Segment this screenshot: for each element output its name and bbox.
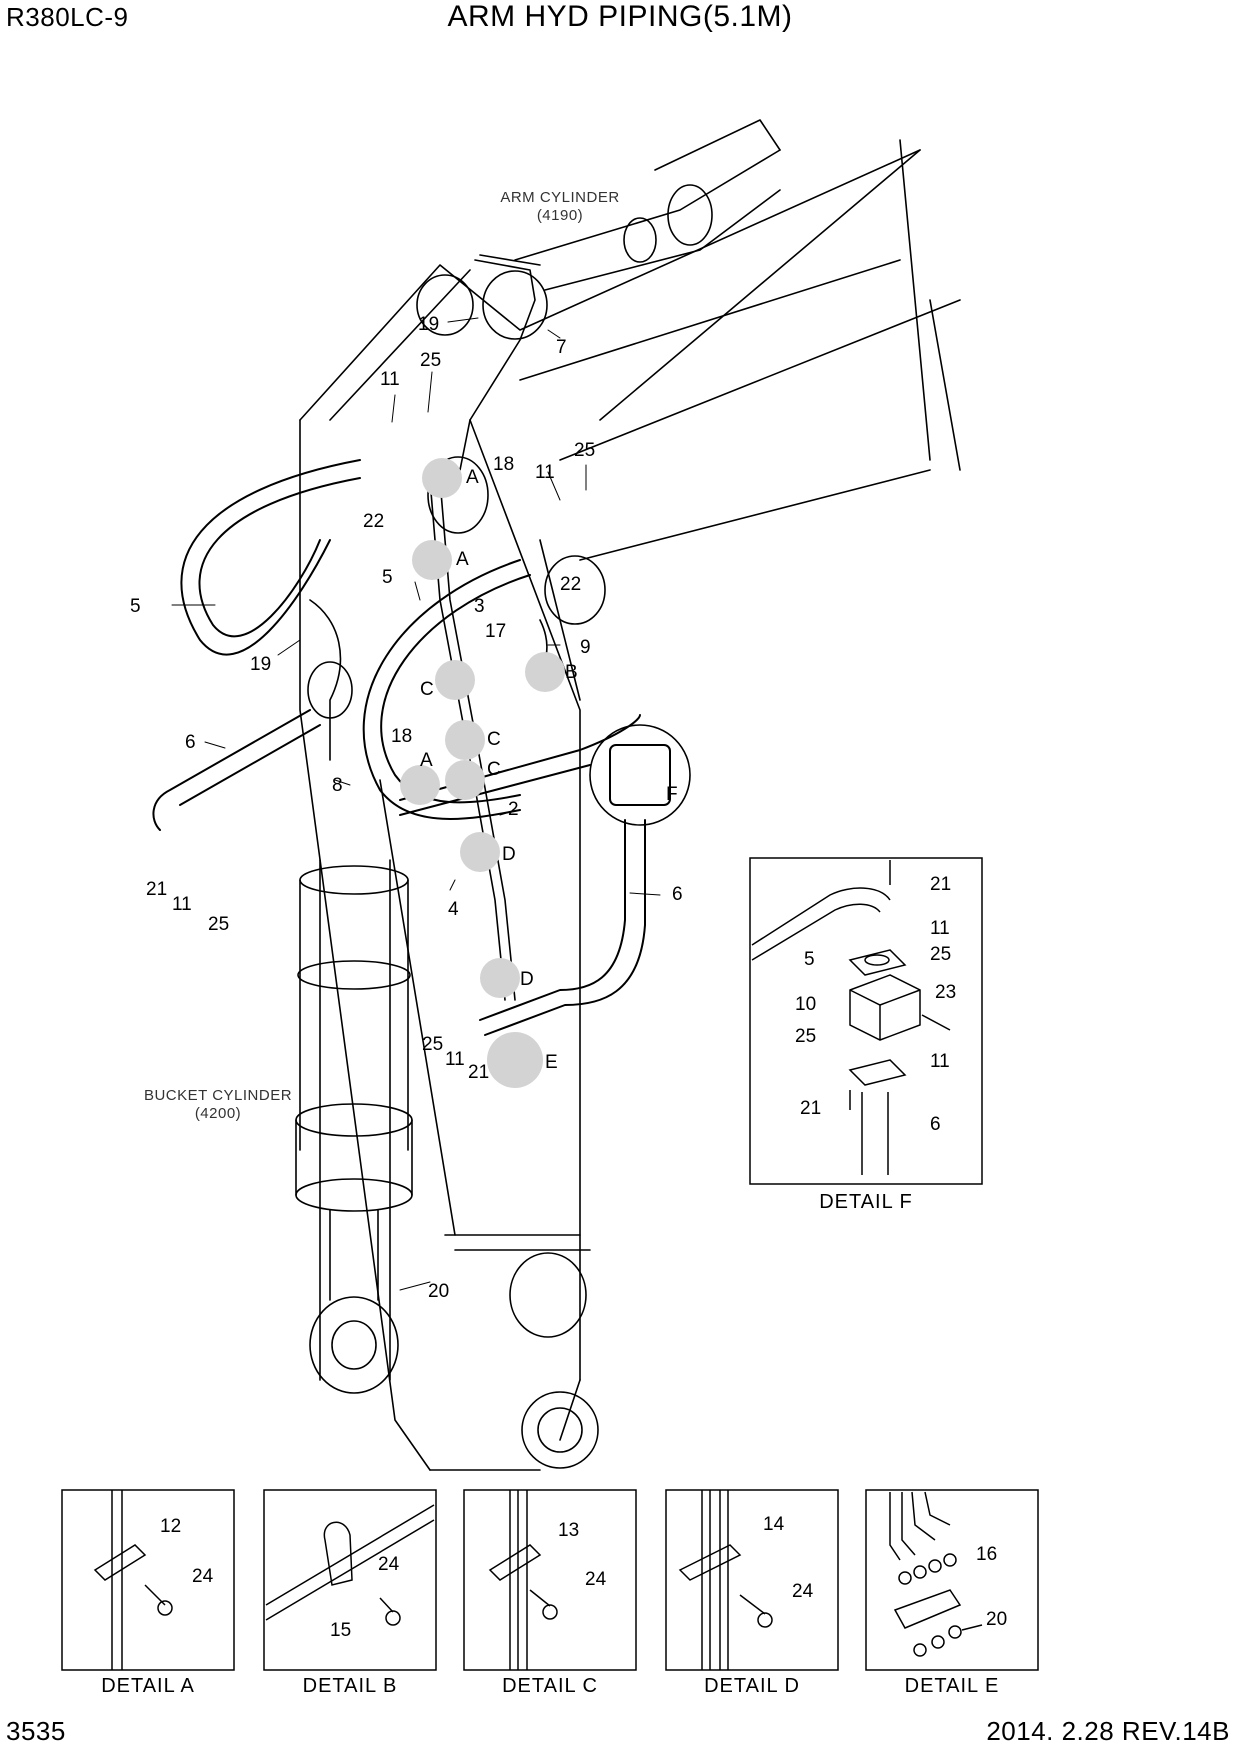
arm-cylinder-label: ARM CYLINDER <box>500 189 619 206</box>
detail-letter: F <box>666 784 678 805</box>
callout: 20 <box>986 1609 1007 1630</box>
callout: 18 <box>391 726 412 747</box>
arm-cylinder <box>514 119 781 291</box>
detail-caption: DETAIL D <box>704 1675 800 1697</box>
callout: 25 <box>422 1034 443 1055</box>
callout: 19 <box>250 654 271 675</box>
callout: 21 <box>468 1062 489 1083</box>
detail-caption: DETAIL E <box>905 1675 1000 1697</box>
callout: 24 <box>585 1569 607 1590</box>
part-callouts: 19 7 25 11 18 25 11 22 5 5 3 17 9 19 22 … <box>130 314 683 1302</box>
callout: 11 <box>930 918 950 939</box>
callout: 24 <box>792 1581 814 1602</box>
callout: 6 <box>930 1114 941 1135</box>
bucket-cylinder-label: BUCKET CYLINDER <box>144 1087 292 1104</box>
detail-letter: A <box>456 549 469 570</box>
detail-b: 24 15 DETAIL B <box>263 1489 437 1697</box>
detail-f-callouts: 21 11 5 25 10 23 25 11 21 6 <box>795 874 956 1135</box>
detail-c: 13 24 DETAIL C <box>463 1489 637 1697</box>
detail-letter: A <box>466 467 479 488</box>
callout: 17 <box>485 621 506 642</box>
callout: 12 <box>160 1516 181 1537</box>
callout: 13 <box>558 1520 579 1541</box>
callout: 11 <box>172 894 192 915</box>
detail-marker-circles <box>400 458 565 1088</box>
callout: 25 <box>930 944 951 965</box>
detail-letter: C <box>420 679 434 700</box>
revision-date: 2014. 2.28 REV.14B <box>986 1716 1230 1746</box>
leader-lines <box>171 317 661 1291</box>
bucket-cylinder-code: (4200) <box>195 1105 241 1122</box>
callout: 14 <box>763 1514 785 1535</box>
callout: 24 <box>378 1554 400 1575</box>
callout: 11 <box>930 1051 950 1072</box>
detail-caption: DETAIL F <box>819 1191 913 1213</box>
hose-2 <box>399 714 641 816</box>
callout: 23 <box>935 982 956 1003</box>
detail-f-outline <box>589 724 691 826</box>
callout: 21 <box>146 879 167 900</box>
detail-caption: DETAIL C <box>502 1675 598 1697</box>
callout: 21 <box>930 874 951 895</box>
callout: 25 <box>208 914 229 935</box>
detail-letter: C <box>487 759 501 780</box>
hose-6-right <box>479 744 671 1036</box>
callout: 4 <box>448 899 459 920</box>
callout: 5 <box>382 567 393 588</box>
bucket-cylinder <box>295 859 413 1394</box>
callout: 11 <box>535 462 555 483</box>
callout: 7 <box>556 337 567 358</box>
detail-letter: B <box>565 662 578 683</box>
callout: 9 <box>580 637 591 658</box>
arm-structure <box>299 139 961 1471</box>
callout: 25 <box>574 440 595 461</box>
callout: 25 <box>420 350 441 371</box>
detail-letter: E <box>545 1052 558 1073</box>
page-number: 3535 <box>6 1716 66 1746</box>
callout: 20 <box>428 1281 449 1302</box>
hose-5-loop <box>180 459 361 656</box>
callout: 3 <box>474 596 485 617</box>
callout: 5 <box>804 949 815 970</box>
hose-3 <box>362 559 531 820</box>
callout: 19 <box>418 314 439 335</box>
callout: 15 <box>330 1620 351 1641</box>
hose-6-left <box>152 709 321 831</box>
detail-letters: A A A B C C C D D E F <box>420 467 678 1073</box>
detail-d: 14 24 DETAIL D <box>665 1489 839 1697</box>
callout: 5 <box>130 596 141 617</box>
callout: 6 <box>185 732 196 753</box>
callout: 21 <box>800 1098 821 1119</box>
model-number: R380LC-9 <box>6 2 129 32</box>
callout: 16 <box>976 1544 997 1565</box>
callout: 2 <box>508 799 519 820</box>
callout: 11 <box>380 369 400 390</box>
callout: 25 <box>795 1026 816 1047</box>
callout: 8 <box>332 775 343 796</box>
detail-letter: C <box>487 729 501 750</box>
detail-letter: D <box>502 844 516 865</box>
detail-a: 12 24 DETAIL A <box>61 1489 235 1697</box>
callout: 22 <box>560 574 581 595</box>
detail-letter: D <box>520 969 534 990</box>
detail-letter: A <box>420 750 433 771</box>
callout: 11 <box>445 1049 465 1070</box>
page-title: ARM HYD PIPING(5.1M) <box>447 0 793 33</box>
detail-e: 16 20 DETAIL E <box>865 1489 1039 1697</box>
callout: 24 <box>192 1566 214 1587</box>
arm-hyd-piping-diagram: ARM CYLINDER (4190) BUCKET CYLINDER (420… <box>61 119 1039 1697</box>
detail-caption: DETAIL A <box>101 1675 195 1697</box>
callout: 18 <box>493 454 514 475</box>
arm-cylinder-code: (4190) <box>537 207 583 224</box>
detail-caption: DETAIL B <box>303 1675 398 1697</box>
callout: 10 <box>795 994 816 1015</box>
callout: 6 <box>672 884 683 905</box>
detail-f: 21 11 5 25 10 23 25 11 21 6 DETAIL F <box>749 857 983 1213</box>
callout: 22 <box>363 511 384 532</box>
